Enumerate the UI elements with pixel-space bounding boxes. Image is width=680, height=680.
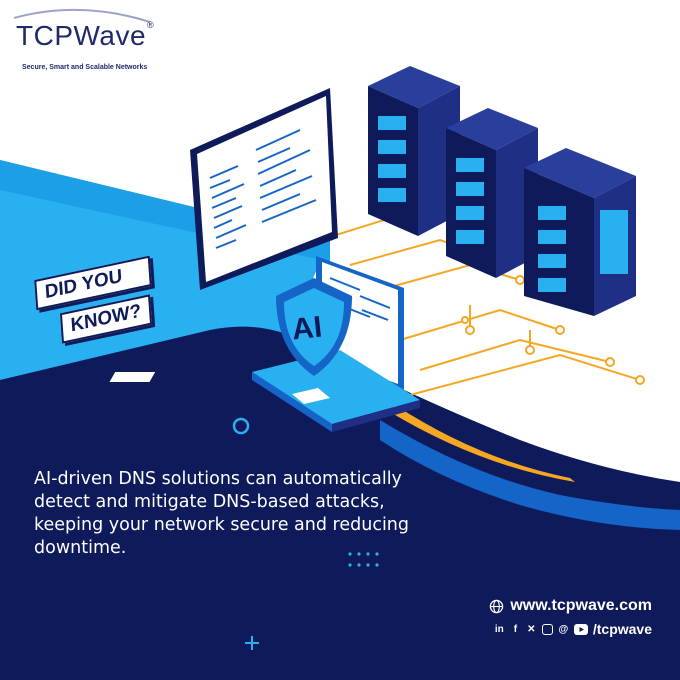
website-link[interactable]: www.tcpwave.com — [510, 597, 652, 614]
registered-mark: ® — [147, 20, 155, 30]
did-you-know-badge: DID YOU KNOW? — [34, 255, 152, 344]
website-row: www.tcpwave.com — [489, 597, 652, 615]
threads-icon[interactable]: @ — [558, 623, 569, 635]
footer-contact: www.tcpwave.com in f ✕ @ /tcpwave — [489, 597, 652, 637]
ai-shield-illustration — [276, 278, 352, 376]
monitor-code-lines — [209, 129, 317, 249]
brand-logo: TCPWave® — [16, 20, 154, 52]
dot-grid-decoration — [348, 552, 379, 567]
social-handle[interactable]: /tcpwave — [592, 621, 652, 637]
ring-decoration — [232, 417, 250, 435]
social-row: in f ✕ @ /tcpwave — [489, 621, 652, 637]
server-rack-3 — [524, 148, 636, 316]
plus-decoration — [245, 636, 259, 650]
ai-shield-label: AI — [290, 310, 324, 347]
message-text: AI-driven DNS solutions can automaticall… — [34, 469, 410, 558]
brand-name: TCPWave — [16, 20, 147, 51]
instagram-icon[interactable] — [541, 623, 553, 635]
globe-icon — [490, 599, 504, 613]
navy-panel — [0, 326, 680, 680]
facebook-icon[interactable]: f — [513, 623, 518, 635]
blue-swoosh — [380, 420, 680, 530]
logo-swoosh — [13, 8, 151, 23]
x-icon[interactable]: ✕ — [527, 623, 536, 635]
linkedin-icon[interactable]: in — [494, 623, 504, 635]
brand-tagline: Secure, Smart and Scalable Networks — [22, 64, 148, 71]
monitor-illustration — [190, 88, 338, 290]
youtube-icon[interactable] — [573, 623, 588, 635]
